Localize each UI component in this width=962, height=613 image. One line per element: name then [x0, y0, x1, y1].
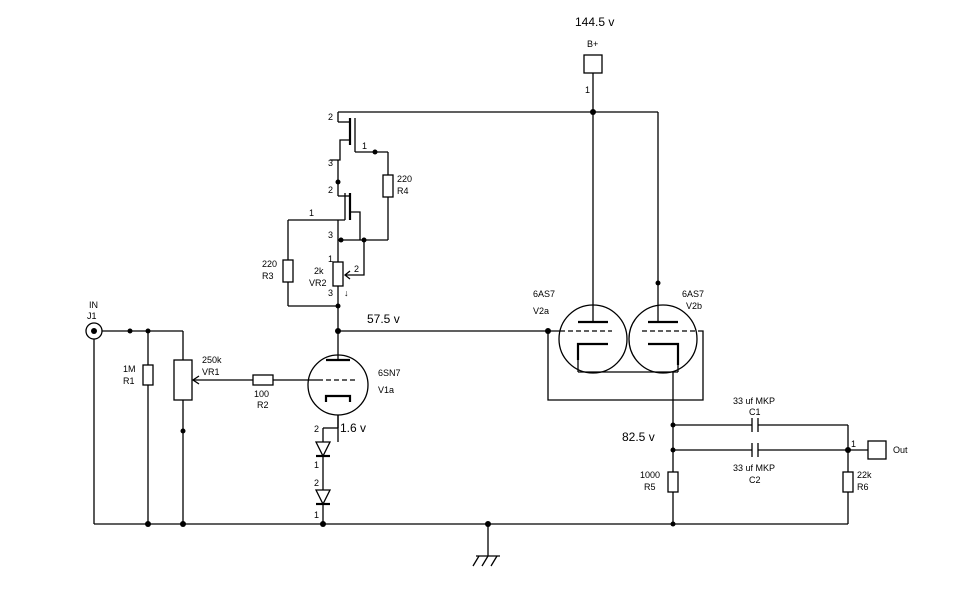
v1a-cathode: [324, 394, 352, 402]
v2b-ref: V2b: [686, 301, 702, 311]
v1a-ref: V1a: [378, 385, 394, 395]
junction-q1-gate: [372, 149, 378, 155]
r4-value: 220: [397, 174, 412, 184]
r4-ref: R4: [397, 186, 409, 196]
vr2-potentiometer[interactable]: [332, 261, 344, 287]
v2b-envelope: [628, 304, 698, 374]
r2-ref: R2: [257, 400, 269, 410]
bplus-connector[interactable]: [583, 54, 603, 74]
vr2-pin-1: 1: [328, 254, 333, 264]
v2a-cathode: [576, 342, 608, 360]
v1a-cathode-voltage: 1.6 v: [340, 421, 366, 435]
vr1-potentiometer[interactable]: [173, 359, 193, 401]
c2-ref: C2: [749, 475, 761, 485]
r6-value: 22k: [857, 470, 872, 480]
r3-resistor[interactable]: [282, 259, 294, 283]
q1-pin-1: 1: [362, 141, 367, 151]
r3-value: 220: [262, 259, 277, 269]
output-connector[interactable]: [867, 440, 887, 460]
vr2-ref: VR2: [309, 278, 327, 288]
q2-source-body: [350, 211, 361, 240]
q2-pin-2: 2: [328, 185, 333, 195]
r5-resistor[interactable]: [667, 471, 679, 493]
ground-symbol-hatch-1: [472, 555, 480, 567]
q1-pin-2: 2: [328, 112, 333, 122]
r2-resistor[interactable]: [252, 374, 274, 386]
junction-input: [127, 328, 133, 334]
v1a-envelope: [307, 354, 369, 416]
vr2-value: 2k: [314, 266, 324, 276]
q2-pin-1: 1: [309, 208, 314, 218]
c2-value: 33 uf MKP: [733, 463, 775, 473]
vr2-arrow-glyph: ↓: [344, 288, 349, 298]
junction-ground-d2: [320, 521, 326, 527]
junction-ground-vr1: [180, 521, 186, 527]
r6-ref: R6: [857, 482, 869, 492]
vr1-wiper-arrow: [191, 375, 200, 385]
input-ref: J1: [87, 311, 97, 321]
bplus-connector-label: B+: [587, 39, 598, 49]
ground-symbol-hatch-3: [490, 555, 498, 567]
c1-value: 33 uf MKP: [733, 396, 775, 406]
input-jack-center: [91, 328, 97, 334]
d2-pin-1: 1: [314, 510, 319, 520]
vr2-wiper-wire: [346, 240, 365, 276]
v1a-type: 6SN7: [378, 368, 401, 378]
r3-ref: R3: [262, 271, 274, 281]
v2a-ref: V2a: [533, 306, 549, 316]
r5-ref: R5: [644, 482, 656, 492]
d2-diode[interactable]: [314, 489, 332, 506]
junction-q1-source: [335, 179, 341, 185]
junction-vr1-bottom: [180, 428, 186, 434]
v2b-type: 6AS7: [682, 289, 704, 299]
v2-cathode-voltage: 82.5 v: [622, 430, 655, 444]
vr2-pin-3: 3: [328, 288, 333, 298]
r1-ref: R1: [123, 376, 135, 386]
vr1-value: 250k: [202, 355, 222, 365]
d1-pin-1: 1: [314, 460, 319, 470]
output-label: Out: [893, 445, 908, 455]
ground-symbol-hatch-2: [481, 555, 489, 567]
r1-resistor[interactable]: [142, 364, 154, 386]
input-label: IN: [89, 300, 98, 310]
vr2-pin-2: 2: [354, 264, 359, 274]
bplus-pin-label: 1: [585, 85, 590, 95]
vr2-wiper-arrow: [343, 270, 351, 280]
r2-value: 100: [254, 389, 269, 399]
r1-value: 1M: [123, 364, 136, 374]
r4-resistor[interactable]: [382, 174, 394, 198]
v2b-cathode: [648, 342, 680, 365]
junction-q2-source: [338, 237, 344, 243]
r5-value: 1000: [640, 470, 660, 480]
q1-source-body: [330, 139, 350, 161]
d1-pin-2: 2: [314, 424, 319, 434]
bplus-voltage-label: 144.5 v: [575, 15, 614, 29]
junction-ground-r1: [145, 521, 151, 527]
c1-ref: C1: [749, 407, 761, 417]
vr1-ref: VR1: [202, 367, 220, 377]
q2-pin-3: 3: [328, 230, 333, 240]
output-pin-label: 1: [851, 439, 856, 449]
v1-plate-voltage: 57.5 v: [367, 312, 400, 326]
r6-resistor[interactable]: [842, 471, 854, 493]
q1-pin-3: 3: [328, 158, 333, 168]
v2-grid-tie: [547, 330, 704, 401]
v2a-type: 6AS7: [533, 289, 555, 299]
d2-pin-2: 2: [314, 478, 319, 488]
d1-diode[interactable]: [314, 441, 332, 458]
